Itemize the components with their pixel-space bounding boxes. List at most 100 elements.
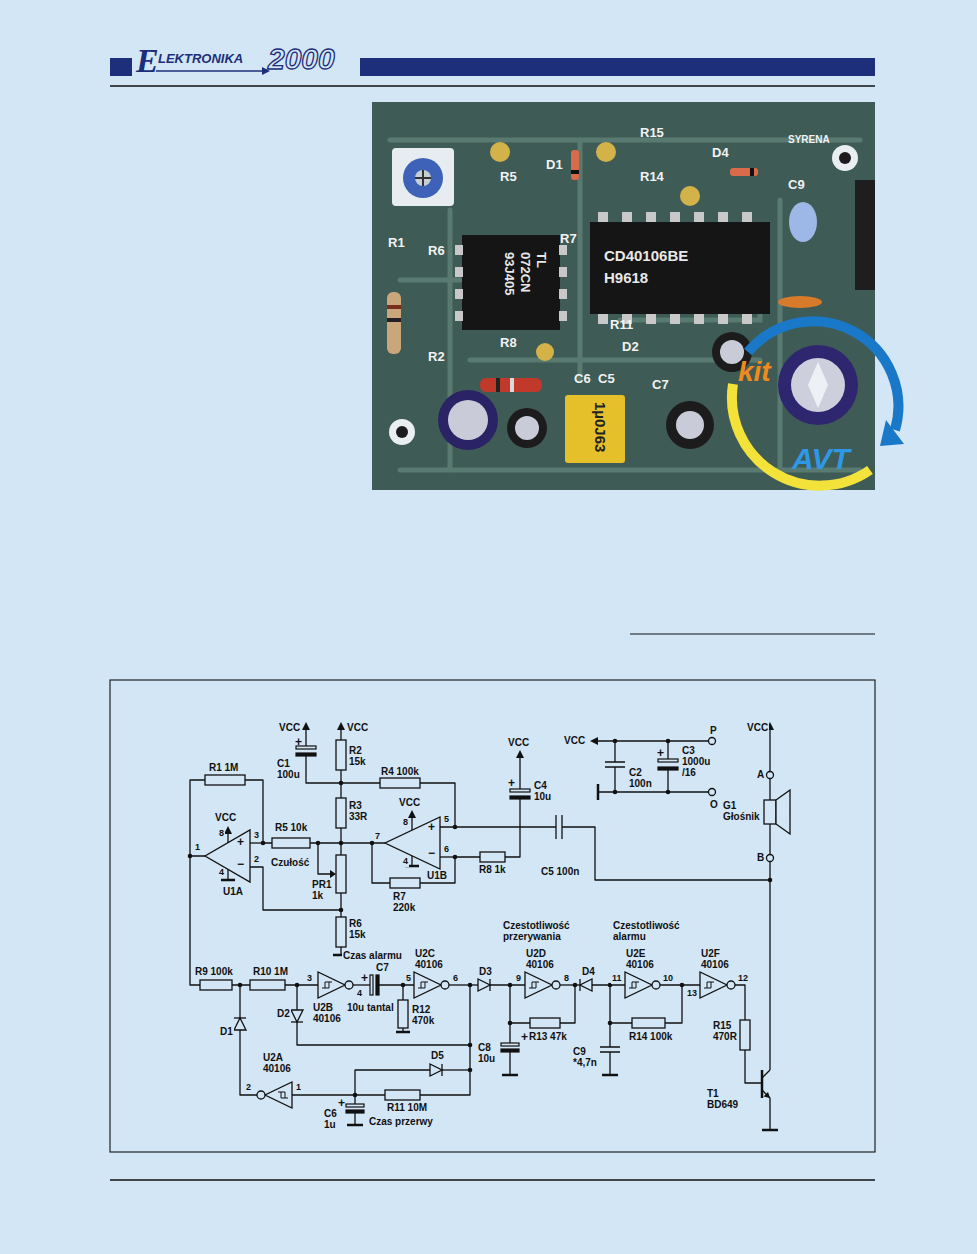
pcb-photo [389, 419, 415, 445]
pin-number: 4 [402, 857, 409, 867]
pin-number: 1 [295, 1083, 302, 1093]
pcb-photo [598, 212, 608, 222]
pcb-photo [372, 102, 875, 490]
schematic-wires [449, 984, 478, 985]
resistor-symbols [385, 1090, 420, 1100]
pcb-photo [832, 145, 858, 171]
polarity-sign: + [521, 1031, 528, 1043]
pin-number: 6 [452, 974, 459, 984]
component-label: U2F 40106 [700, 948, 730, 970]
pin-number: 7 [374, 832, 381, 842]
component-label: R11 10M [386, 1102, 428, 1113]
component-label: VCC [563, 735, 586, 746]
resistor-symbols [530, 1018, 560, 1028]
polarity-sign: + [237, 836, 244, 848]
semiconductor-symbols [709, 738, 716, 745]
pcb-photo [680, 186, 700, 206]
pcb-photo [676, 411, 704, 439]
capacitor-symbols [376, 975, 379, 995]
capacitor-symbols [370, 975, 373, 995]
polarity-sign: + [295, 736, 302, 748]
component-label: R5 10k [274, 822, 308, 833]
kit-badge [808, 362, 828, 408]
pcb-photo [559, 311, 567, 321]
schematic-wires [411, 856, 412, 866]
component-label: VCC [746, 722, 769, 733]
arrowheads [337, 722, 345, 730]
chip-marking: TL [534, 252, 548, 268]
pcb-photo [390, 140, 860, 470]
capacitor-symbols [296, 753, 316, 756]
component-label: D5 [430, 1050, 445, 1061]
component-label: U1A [222, 886, 244, 897]
masthead-graphics [110, 58, 875, 1180]
junction-dots [468, 983, 473, 988]
pcb-photo [855, 180, 875, 290]
ground-symbols [221, 784, 778, 1130]
kit-badge [791, 358, 845, 412]
silkscreen-label: R2 [428, 350, 445, 364]
semiconductor-symbols [257, 1082, 292, 1108]
pcb-photo [670, 212, 680, 222]
arrowheads [516, 750, 524, 758]
pin-number: 6 [443, 845, 450, 855]
silkscreen-label: R7 [560, 232, 577, 246]
component-label: R13 47k [528, 1031, 568, 1042]
silkscreen-label: R6 [428, 244, 445, 258]
pcb-photo [666, 401, 714, 449]
polarity-sign: + [428, 821, 435, 833]
junction-dots [188, 854, 193, 859]
component-label: Czas alarmu [342, 950, 403, 961]
resistor-symbols [205, 775, 245, 785]
arrowheads [764, 1092, 771, 1098]
pin-number: 8 [563, 974, 570, 984]
pin-number: 13 [686, 989, 698, 999]
junction-dots [468, 1043, 473, 1048]
semiconductor-symbols [205, 738, 790, 1109]
pcb-photo [415, 170, 431, 186]
component-label: R6 15k [348, 918, 367, 940]
silkscreen-label: R1 [388, 236, 405, 250]
component-label: R3 33R [348, 800, 368, 822]
pcb-photo [515, 416, 539, 440]
arrowheads [330, 870, 336, 878]
pcb-photo [455, 245, 463, 255]
polarity-sign: − [237, 858, 244, 870]
masthead-graphics [110, 85, 875, 87]
pcb-photo [507, 408, 547, 448]
pcb-photo [598, 212, 752, 324]
component-label: VCC [398, 797, 421, 808]
schematic-wires [292, 1094, 385, 1095]
component-label: R15 470R [712, 1020, 738, 1042]
silkscreen-label: C9 [788, 178, 805, 192]
component-label: C5 100n [540, 866, 580, 877]
schematic-wires [735, 985, 762, 1083]
schematic-wires [353, 984, 370, 985]
silkscreen-label: C7 [652, 378, 669, 392]
pcb-photo [415, 170, 431, 186]
pcb-photo [462, 235, 560, 330]
schematic-wires [519, 756, 520, 789]
junction-dots [666, 790, 671, 795]
junction-dots [468, 1068, 473, 1073]
semiconductor-symbols [414, 972, 449, 998]
pcb-photo [455, 289, 463, 299]
pcb-photo [730, 168, 758, 176]
component-label: A [756, 769, 765, 780]
masthead-number: 2000 [268, 44, 335, 74]
schematic-wires [190, 780, 341, 856]
junction-dots [238, 983, 243, 988]
capacitor-symbols [346, 1110, 364, 1113]
ground-symbols [221, 879, 235, 882]
pin-number: 5 [443, 815, 450, 825]
component-label: Czas przerwy [368, 1116, 434, 1127]
pcb-photo [387, 292, 401, 354]
component-label: D3 [478, 966, 493, 977]
semiconductor-symbols [776, 790, 790, 834]
pin-number: 2 [253, 855, 260, 865]
resistor-symbols [398, 1000, 408, 1028]
pcb-photo [455, 267, 463, 277]
component-label: T1 BD649 [706, 1088, 739, 1110]
pin-number: 9 [515, 974, 522, 984]
kit-badge [880, 420, 904, 446]
